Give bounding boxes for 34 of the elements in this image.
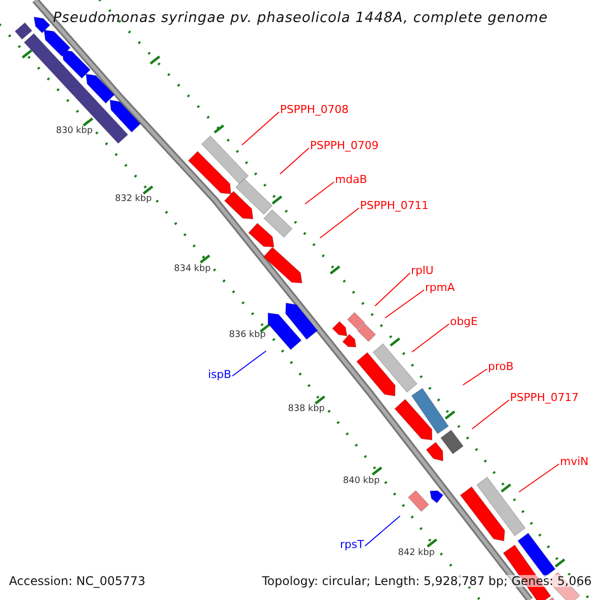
gene-label: PSPPH_0708 (280, 104, 349, 115)
leader-line (374, 272, 410, 306)
leader-line (304, 182, 334, 204)
leader-line (412, 324, 450, 352)
leader-line (384, 290, 424, 318)
genome-summary: Topology: circular; Length: 5,928,787 bp; Genes: 5,066 (262, 575, 592, 587)
gene-label: PSPPH_0709 (310, 140, 379, 151)
leader-line (232, 350, 266, 376)
gene-label: rplU (411, 265, 434, 276)
leader-line (280, 148, 310, 174)
leader-line (472, 400, 510, 430)
scale-label: 836 kbp (229, 331, 266, 340)
title: Pseudomonas syringae pv. phaseolicola 1448A, complete genome (53, 11, 548, 25)
scale-label: 834 kbp (174, 265, 211, 274)
gene-label: obgE (450, 316, 478, 327)
leader-line (364, 516, 400, 546)
scale-label: 830 kbp (56, 127, 93, 136)
gene-label: PSPPH_0711 (360, 200, 429, 211)
gene-label: proB (488, 361, 514, 372)
leader-line (518, 464, 560, 492)
scale-label: 832 kbp (115, 195, 152, 204)
leader-line (242, 112, 280, 146)
leader-line (320, 208, 360, 238)
accession-text: Accession: NC_005773 (9, 575, 146, 587)
gene-label: PSPPH_0717 (510, 392, 579, 403)
gene-label: mdaB (335, 174, 367, 185)
leader-line (462, 368, 488, 386)
gene-label: rpmA (425, 282, 455, 293)
scale-label: 840 kbp (343, 477, 380, 486)
gene-label: mviN (560, 456, 589, 467)
scale-label: 838 kbp (288, 405, 325, 414)
scale-label: 842 kbp (398, 549, 435, 558)
gene-label: rpsT (340, 539, 364, 550)
gene-label: ispB (208, 369, 232, 380)
